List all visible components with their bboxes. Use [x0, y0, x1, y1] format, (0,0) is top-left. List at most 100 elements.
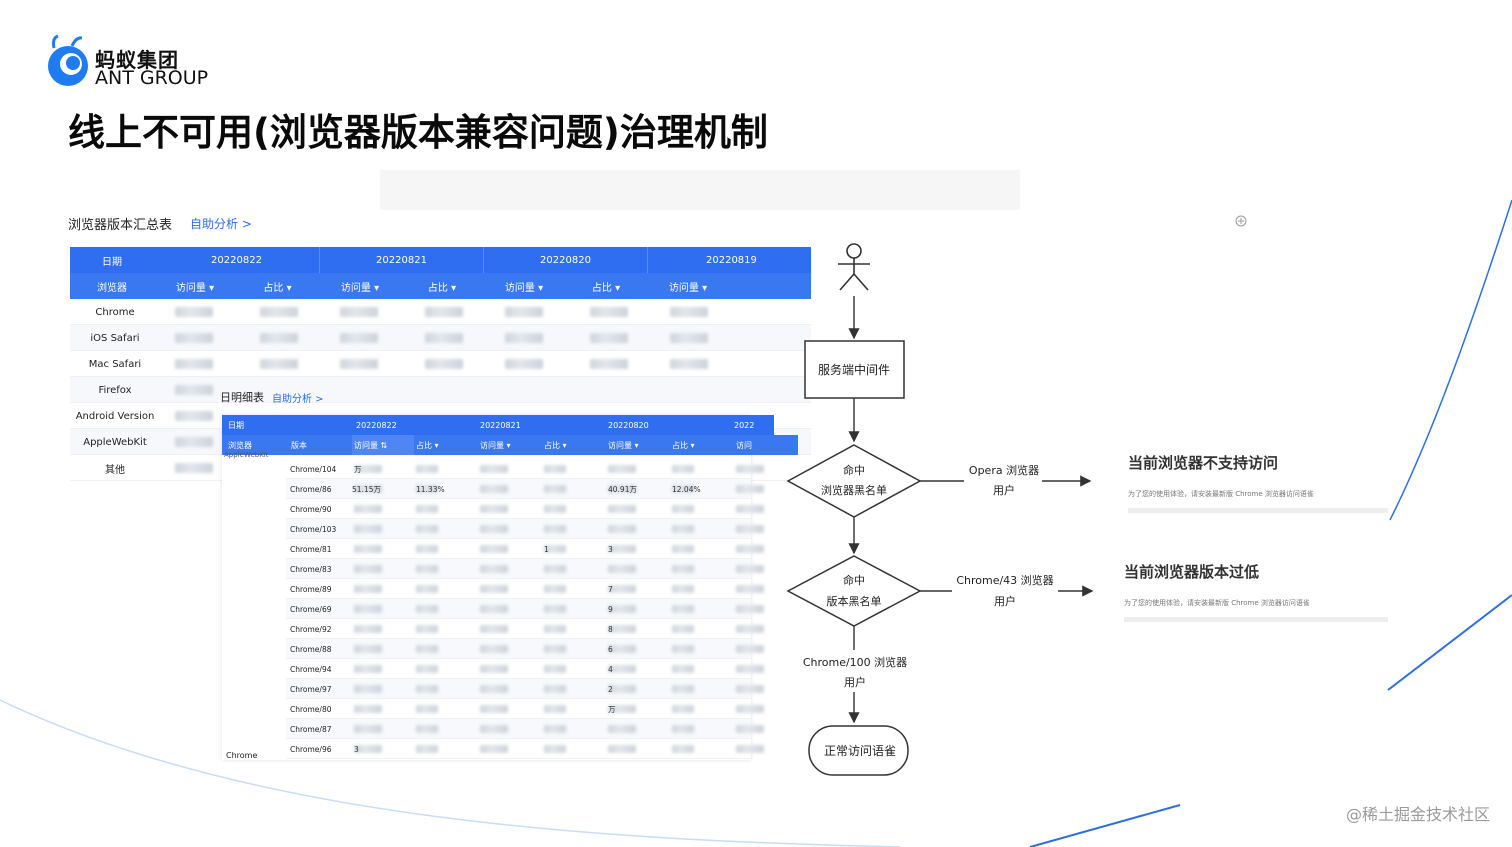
detail-value-fragment: 4 [608, 664, 613, 674]
blurred-value [416, 505, 438, 513]
blurred-value [354, 745, 382, 753]
summary-date-col: 20220822 [154, 247, 319, 273]
detail-metric-header[interactable]: 占比 ▾ [542, 435, 606, 455]
edge3-line2: 用户 [844, 675, 866, 689]
blurred-value [416, 645, 438, 653]
version-too-low-title: 当前浏览器版本过低 [1124, 563, 1260, 581]
blurred-value [544, 465, 566, 473]
summary-metric-share[interactable]: 占比 ▾ [236, 273, 319, 299]
blurred-value [670, 307, 708, 317]
detail-metric-header[interactable]: 访问量 ▾ [606, 435, 670, 455]
blurred-value [416, 485, 438, 493]
blurred-value [608, 585, 636, 593]
blurred-value [480, 565, 508, 573]
blurred-value [590, 359, 628, 369]
detail-table-row [286, 639, 751, 659]
summary-row-label: Firefox [98, 384, 132, 396]
detail-version-label: Chrome/80 [290, 704, 332, 714]
blurred-value [175, 333, 213, 343]
blurred-value [736, 465, 764, 473]
blurred-value [480, 505, 508, 513]
blurred-value [608, 745, 636, 753]
detail-value-fragment: 3 [354, 744, 359, 754]
blurred-value [736, 605, 764, 613]
detail-value-fragment: 7 [608, 584, 613, 594]
blurred-value [672, 625, 694, 633]
flowchart: 服务端中间件 命中 浏览器黑名单 Opera 浏览器 用户 命中 版本黑名单 C… [786, 215, 1247, 776]
blurred-value [416, 705, 438, 713]
detail-value-fragment: 3 [608, 544, 613, 554]
detail-metric-header[interactable]: 访问量 ▾ [478, 435, 542, 455]
blurred-value [175, 411, 213, 421]
summary-metric-share[interactable]: 占比 ▾ [401, 273, 483, 299]
detail-self-analysis-link[interactable]: 自助分析 > [272, 394, 324, 405]
summary-metric-share[interactable] [729, 273, 811, 299]
summary-header-date: 日期 [70, 247, 154, 273]
detail-version-label: Chrome/103 [290, 524, 337, 534]
detail-value-fragment: 51.15万 [352, 484, 381, 494]
blurred-value [416, 565, 438, 573]
version-too-low-subtitle: 为了您的使用体验，请安装最新版 Chrome 浏览器访问语雀 [1124, 599, 1310, 607]
summary-row-label: Android Version [75, 410, 155, 422]
detail-date-col: 20220821 [478, 415, 606, 435]
summary-metric-visits[interactable]: 访问量 ▾ [483, 273, 565, 299]
summary-row-label: Chrome [95, 306, 135, 318]
blurred-value [354, 465, 382, 473]
juejin-watermark: @稀土掘金技术社区 [1345, 805, 1490, 824]
summary-table-title: 浏览器版本汇总表 [68, 218, 173, 233]
detail-version-label: Chrome/96 [290, 744, 332, 754]
blurred-value [608, 625, 636, 633]
summary-metric-visits[interactable]: 访问量 ▾ [154, 273, 236, 299]
blurred-value [544, 705, 566, 713]
detail-table-row [286, 719, 751, 739]
blurred-value [672, 745, 694, 753]
slide-title: 线上不可用(浏览器版本兼容问题)治理机制 [68, 111, 768, 154]
detail-table-row [286, 599, 751, 619]
detail-version-label: Chrome/83 [290, 564, 332, 574]
detail-version-label: Chrome/97 [290, 684, 332, 694]
summary-metric-share[interactable]: 占比 ▾ [565, 273, 647, 299]
version-blacklist-diamond [786, 555, 922, 627]
blurred-value [480, 585, 508, 593]
blurred-value [425, 359, 463, 369]
unsupported-browser-subtitle: 为了您的使用体验，请安装最新版 Chrome 浏览器访问语雀 [1128, 490, 1314, 498]
detail-version-label: Chrome/94 [290, 664, 332, 674]
detail-header-browser: 浏览器 [222, 435, 286, 455]
detail-value-fragment: 9 [608, 604, 613, 614]
blurred-value [544, 545, 566, 553]
blurred-value [672, 585, 694, 593]
edge1-line2: 用户 [993, 483, 1015, 497]
detail-metric-header[interactable]: 占比 ▾ [414, 435, 478, 455]
summary-metric-visits[interactable]: 访问量 ▾ [319, 273, 401, 299]
blurred-value [672, 565, 694, 573]
blurred-value [608, 645, 636, 653]
summary-date-col: 20220820 [483, 247, 647, 273]
detail-value-fragment: 1 [544, 544, 549, 554]
blurred-value [175, 385, 213, 395]
detail-metric-header[interactable]: 访问量 ⇅ [352, 435, 416, 455]
blurred-value [672, 645, 694, 653]
blurred-value [416, 625, 438, 633]
detail-table-title: 日明细表 [220, 391, 264, 404]
blurred-value [544, 485, 566, 493]
summary-self-analysis-link[interactable]: 自助分析 > [190, 217, 252, 231]
detail-header-date: 日期 [222, 415, 352, 435]
diamond1-line2: 浏览器黑名单 [821, 483, 887, 497]
blurred-value [544, 625, 566, 633]
detail-metric-header[interactable]: 占比 ▾ [670, 435, 734, 455]
blurred-value [416, 725, 438, 733]
blurred-value [544, 665, 566, 673]
summary-date-col: 20220819 [647, 247, 811, 273]
detail-version-label: Chrome/87 [290, 724, 332, 734]
blurred-value [608, 685, 636, 693]
blurred-value [480, 545, 508, 553]
summary-row-label: Mac Safari [88, 358, 142, 370]
blurred-value [608, 465, 636, 473]
blurred-value [544, 565, 566, 573]
blurred-value [354, 625, 382, 633]
summary-metric-visits[interactable]: 访问量 ▾ [647, 273, 729, 299]
detail-version-label: Chrome/88 [290, 644, 332, 654]
detail-metric-header[interactable]: 访问 [734, 435, 798, 455]
logo-english-name: ANT GROUP [95, 67, 209, 89]
blurred-value [416, 605, 438, 613]
